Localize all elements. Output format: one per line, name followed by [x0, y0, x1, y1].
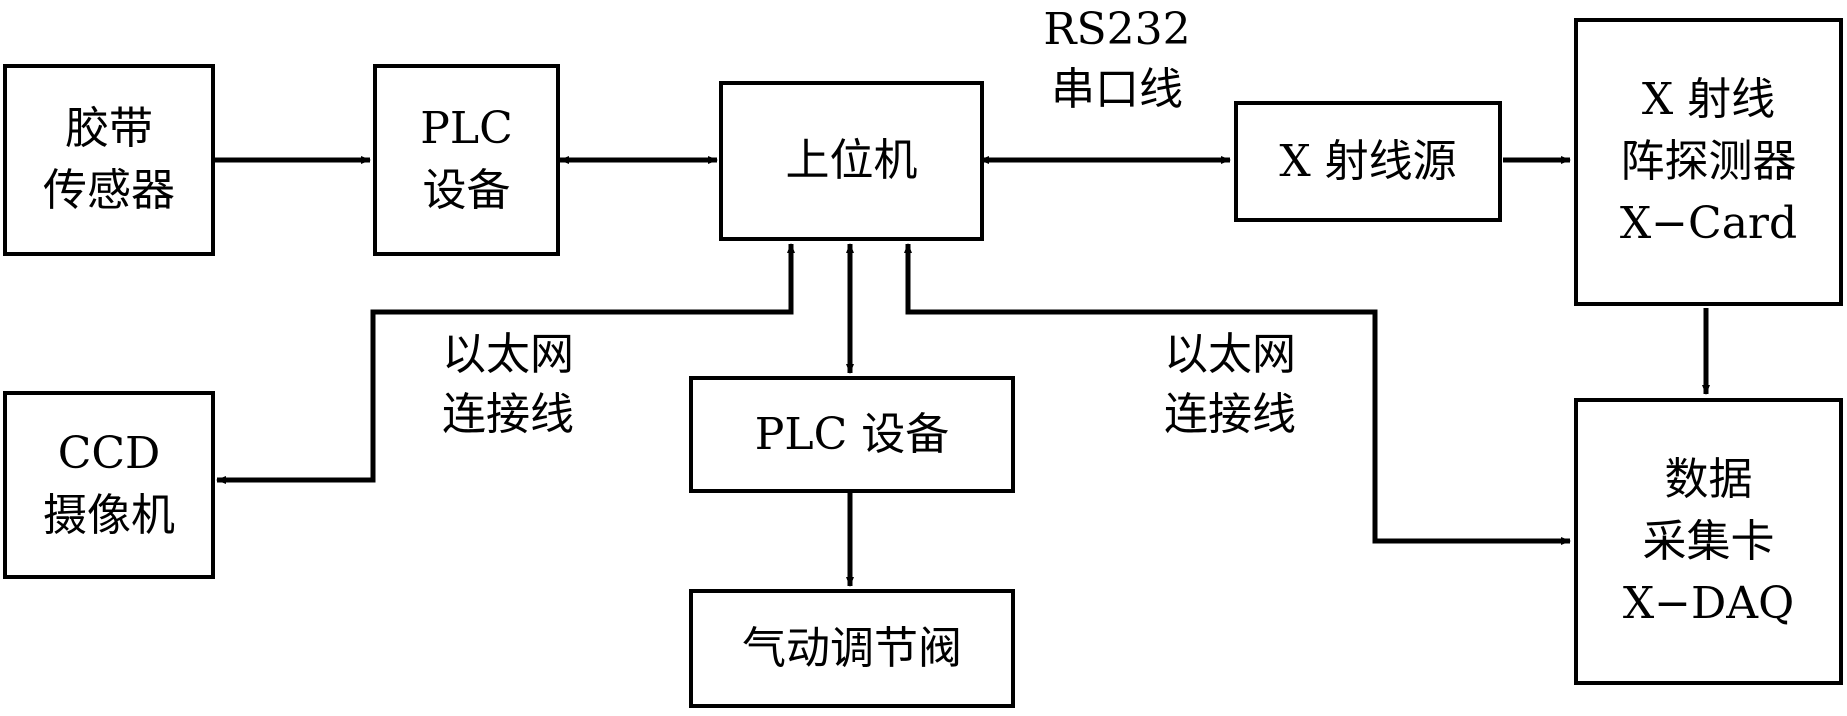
xray-source-text: X 射线源 — [1279, 135, 1457, 187]
xray-detector-box: X 射线 阵探测器 X−Card — [1574, 18, 1843, 306]
host-pc-box: 上位机 — [719, 81, 984, 241]
ethernet-right-text-2: 连接线 — [1164, 389, 1296, 440]
daq-text-1: 数据 — [1664, 453, 1753, 505]
ccd-camera-box: CCD 摄像机 — [3, 391, 215, 579]
ethernet-right-label: 以太网 连接线 — [1140, 325, 1320, 445]
plc-mid-text: PLC 设备 — [754, 408, 950, 460]
rs232-label-text-1: RS232 — [1043, 4, 1191, 55]
xray-detector-text-3: X−Card — [1619, 198, 1798, 249]
xray-source-box: X 射线源 — [1234, 101, 1502, 222]
plc-top-text-1: PLC — [420, 103, 513, 154]
belt-sensor-text-1: 胶带 — [65, 103, 153, 154]
plc-device-top-box: PLC 设备 — [373, 64, 560, 256]
belt-sensor-text-2: 传感器 — [43, 165, 175, 216]
xray-detector-text-1: X 射线 — [1641, 74, 1776, 125]
rs232-label: RS232 串口线 — [1022, 0, 1212, 120]
daq-text-2: 采集卡 — [1642, 515, 1775, 567]
rs232-label-text-2: 串口线 — [1051, 64, 1183, 115]
plc-device-mid-box: PLC 设备 — [689, 376, 1015, 493]
belt-sensor-box: 胶带 传感器 — [3, 64, 215, 256]
daq-text-3: X−DAQ — [1622, 577, 1795, 629]
ethernet-left-label: 以太网 连接线 — [418, 325, 598, 445]
edge-host-daq — [904, 243, 1571, 545]
plc-top-text-2: 设备 — [422, 165, 511, 216]
ethernet-left-text-2: 连接线 — [442, 389, 574, 440]
ccd-camera-text-2: 摄像机 — [43, 490, 175, 541]
pneumatic-valve-box: 气动调节阀 — [689, 589, 1015, 708]
ethernet-left-text-1: 以太网 — [442, 329, 574, 380]
data-acq-card-box: 数据 采集卡 X−DAQ — [1574, 398, 1843, 685]
pneumatic-valve-text: 气动调节阀 — [742, 622, 962, 674]
host-pc-text: 上位机 — [785, 135, 918, 186]
edge-host-ccd — [216, 243, 795, 484]
ccd-camera-text-1: CCD — [57, 428, 161, 479]
xray-detector-text-2: 阵探测器 — [1620, 136, 1797, 187]
ethernet-right-text-1: 以太网 — [1164, 329, 1296, 380]
